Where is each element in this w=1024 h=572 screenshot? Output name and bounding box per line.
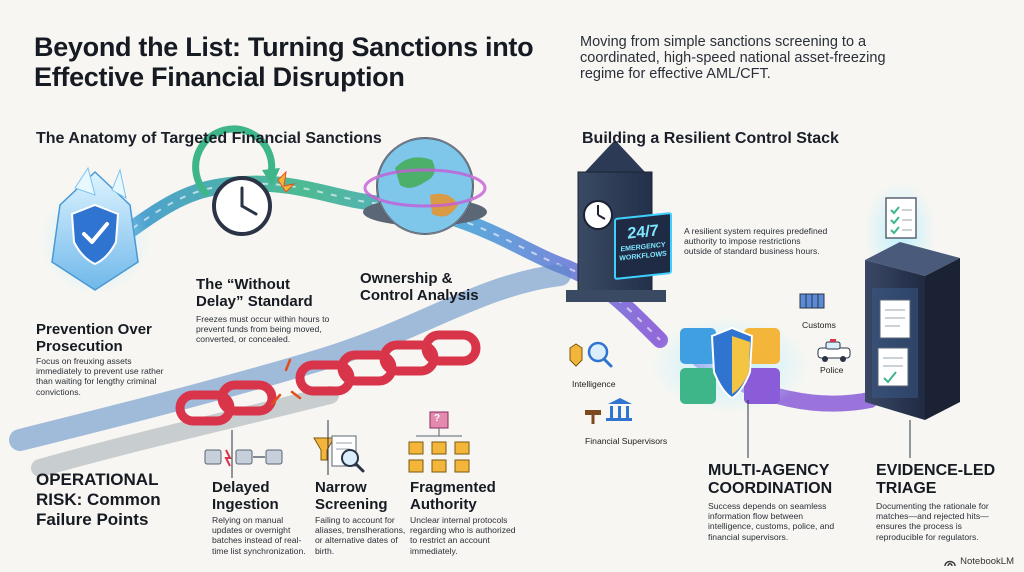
crystal-shield-icon	[40, 166, 150, 295]
section-heading-anatomy: The Anatomy of Targeted Financial Sancti…	[36, 130, 382, 147]
narrow-screening-body: Failing to account for aliases, trenslhe…	[315, 515, 406, 556]
ownership-title: Ownership & Control Analysis	[360, 270, 479, 304]
tower-note: A resilient system requires predefined a…	[684, 226, 828, 257]
page-title: Beyond the List: Turning Sanctions into …	[34, 32, 534, 92]
risk-title: OPERATIONAL RISK: Common Failure Points	[36, 470, 161, 529]
police-label: Police	[820, 365, 844, 375]
triage-title: EVIDENCE-LED TRIAGE	[876, 462, 996, 497]
delayed-ingestion-icon	[204, 449, 283, 467]
notebooklm-logo-icon	[944, 560, 956, 566]
narrow-screening-title: Narrow Screening	[315, 479, 388, 513]
section-heading-control-stack: Building a Resilient Control Stack	[582, 130, 839, 147]
journey-path-lower	[9, 264, 571, 451]
prevention-body: Focus on freuxing assets immediately to …	[36, 356, 164, 397]
coordination-body: Success depends on seamless information …	[708, 501, 835, 542]
fragmented-authority-body: Unclear internal protocols regarding who…	[410, 515, 516, 556]
fragmented-authority-title: Fragmented Authority	[410, 479, 496, 513]
customs-icon	[799, 293, 825, 309]
chain-break-spark-icon	[270, 358, 302, 406]
page-subtitle: Moving from simple sanctions screening t…	[580, 34, 886, 82]
globe-icon	[363, 137, 487, 235]
footer-brand[interactable]: NotebookLM	[944, 556, 1014, 567]
financial-supervisors-icon	[585, 398, 632, 424]
financial-supervisors-label: Financial Supervisors	[585, 436, 668, 446]
without-delay-title: The “Without Delay” Standard	[196, 276, 313, 310]
coordination-title: MULTI-AGENCY COORDINATION	[708, 462, 833, 497]
delayed-ingestion-body: Relying on manual updates or overnight b…	[212, 515, 306, 556]
question-mark-badge: ?	[434, 413, 441, 424]
triage-body: Documenting the rationale for matches—an…	[876, 501, 989, 542]
intelligence-label: Intelligence	[572, 379, 616, 389]
broken-chain-icon	[175, 330, 481, 426]
fragmented-authority-icon	[408, 411, 470, 473]
floating-document-icon	[885, 197, 917, 239]
intelligence-icon	[569, 341, 613, 368]
without-delay-body: Freezes must occur within hours to preve…	[196, 314, 330, 345]
delayed-ingestion-title: Delayed Ingestion	[212, 479, 279, 513]
footer-brand-text: NotebookLM	[960, 556, 1014, 567]
clock-icon	[192, 125, 296, 236]
emergency-workflows-sign: 24/7 EMERGENCY WORKFLOWS	[614, 211, 672, 281]
customs-label: Customs	[802, 320, 836, 330]
police-car-icon	[817, 339, 851, 362]
puzzle-cluster-icon	[650, 317, 810, 413]
narrow-screening-icon	[313, 435, 365, 473]
prevention-title: Prevention Over Prosecution	[36, 321, 152, 355]
